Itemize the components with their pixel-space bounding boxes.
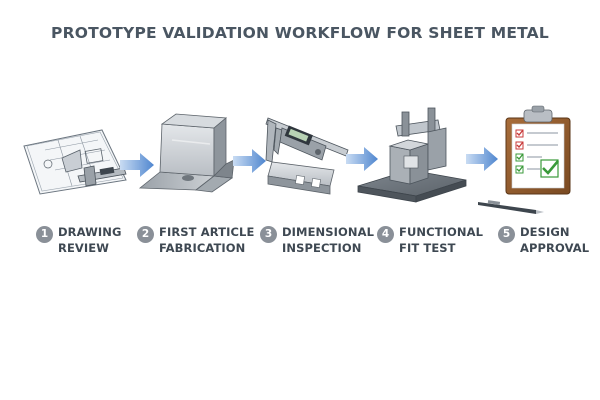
step-5: 5 DESIGN APPROVAL [498,224,589,256]
step-label-line1: DRAWING [58,225,122,239]
step-number-badge: 1 [36,226,53,243]
step-1: 1 DRAWING REVIEW [36,224,122,256]
step-label-line2: REVIEW [58,241,110,255]
arrow-3-4 [346,147,378,171]
step-label-line2: APPROVAL [520,241,590,255]
step-number-badge: 5 [498,226,515,243]
fit-test-fixture-icon [357,107,467,203]
step-label-line2: INSPECTION [282,241,362,255]
step-number-badge: 4 [377,226,394,243]
step-label: FUNCTIONAL FIT TEST [399,224,483,256]
bent-bracket-icon [138,113,235,193]
step-label-line1: FUNCTIONAL [399,225,484,239]
drawing-sheet-icon [23,129,127,195]
step-label: DRAWING REVIEW [58,224,122,256]
caliper-icon [265,117,349,195]
step-4: 4 FUNCTIONAL FIT TEST [377,224,483,256]
step-label: DESIGN APPROVAL [520,224,589,256]
step-number-badge: 3 [260,226,277,243]
pen-icon [478,200,544,214]
clipboard-checklist-icon [505,105,571,195]
step-label-line2: FIT TEST [399,241,456,255]
arrow-2-3 [233,149,266,173]
step-label-line1: DIMENSIONAL [282,225,375,239]
arrow-4-5 [466,147,498,171]
step-label: FIRST ARTICLE FABRICATION [159,224,254,256]
step-label-line2: FABRICATION [159,241,246,255]
arrow-1-2 [120,153,154,177]
step-number-badge: 2 [137,226,154,243]
step-2: 2 FIRST ARTICLE FABRICATION [137,224,254,256]
page-title: PROTOTYPE VALIDATION WORKFLOW FOR SHEET … [51,24,549,42]
step-label: DIMENSIONAL INSPECTION [282,224,374,256]
step-label-line1: DESIGN [520,225,570,239]
step-3: 3 DIMENSIONAL INSPECTION [260,224,374,256]
step-label-line1: FIRST ARTICLE [159,225,255,239]
